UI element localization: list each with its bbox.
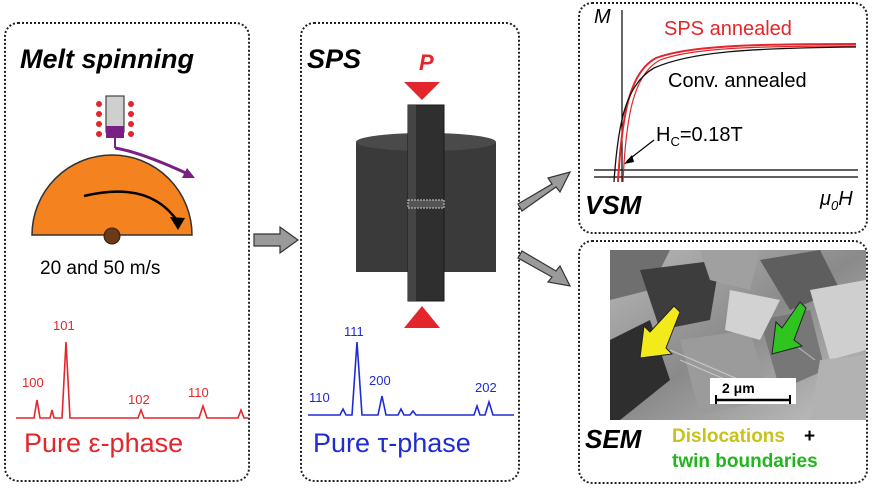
arrow-sps-to-vsm — [517, 171, 572, 212]
sps-xrd-pattern — [308, 341, 514, 416]
vsm-panel — [578, 2, 868, 234]
vsm-hysteresis-plot — [594, 10, 858, 183]
sem-micrograph — [610, 250, 866, 420]
coercivity-subscript: C — [670, 134, 680, 149]
vsm-sps-curve-label: SPS annealed — [664, 18, 792, 40]
melt-spinning-illustration — [31, 95, 195, 245]
mu-symbol: μ — [820, 188, 831, 210]
melt-xrd-pattern — [16, 341, 248, 419]
coercivity-symbol: H — [656, 124, 671, 146]
melt-phase-label: Pure ε-phase — [24, 428, 184, 458]
arrow-melt-to-sps — [253, 225, 300, 255]
melt-peak-100: 100 — [22, 375, 44, 390]
sps-peak-202: 202 — [475, 380, 497, 395]
sps-phase-label: Pure τ-phase — [313, 428, 471, 458]
vsm-conv-curve-label: Conv. annealed — [668, 70, 807, 92]
melt-peak-102: 102 — [128, 392, 150, 407]
coercivity-value: =0.18T — [679, 124, 743, 146]
field-symbol: H — [838, 188, 853, 210]
wheel-speed-label: 20 and 50 m/s — [40, 258, 161, 279]
sps-peak-111: 111 — [344, 324, 364, 339]
sps-peak-110: 110 — [309, 390, 330, 405]
melt-peak-110: 110 — [188, 385, 209, 400]
twin-boundaries-label: twin boundaries — [672, 451, 818, 472]
vsm-y-axis-label: M — [594, 6, 611, 28]
vsm-x-axis-label: μ0H — [820, 188, 853, 213]
pressure-label: P — [419, 50, 434, 75]
sem-title: SEM — [585, 424, 642, 454]
sps-peak-200: 200 — [369, 373, 391, 388]
sps-die-illustration — [356, 82, 496, 328]
coercivity-label: HC=0.18T — [656, 124, 743, 149]
sem-scale-label: 2 μm — [722, 380, 755, 396]
melt-peak-101: 101 — [53, 318, 75, 333]
sps-title: SPS — [307, 44, 362, 74]
melt-spinning-title: Melt spinning — [20, 44, 194, 74]
dislocations-label: Dislocations — [672, 426, 785, 447]
melt-spinning-panel — [4, 22, 250, 482]
plus-sign: + — [804, 426, 816, 447]
arrow-sps-to-sem — [517, 250, 572, 287]
vsm-title: VSM — [585, 190, 642, 220]
mu-subscript: 0 — [830, 198, 839, 213]
